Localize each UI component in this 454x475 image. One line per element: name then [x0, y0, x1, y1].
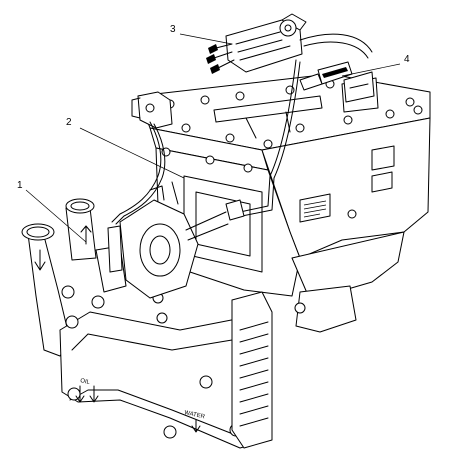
- fuel-line-tube: [111, 59, 301, 225]
- leader-line-2: [79, 127, 185, 179]
- oil-label: OIL: [80, 378, 91, 386]
- callout-3: 3: [170, 24, 176, 35]
- leader-lines: [25, 33, 401, 243]
- leader-line-1: [25, 189, 87, 243]
- leader-line-3: [179, 33, 233, 45]
- leader-line-4: [341, 63, 401, 77]
- governor-housing: [131, 91, 173, 129]
- callout-1: 1: [17, 180, 23, 191]
- water-pump: [119, 181, 229, 299]
- engine-block: [137, 73, 431, 333]
- water-label: WATER: [184, 410, 206, 420]
- callout-2: 2: [66, 117, 72, 128]
- data-plate: [299, 193, 331, 223]
- oil-cooler: [231, 291, 273, 449]
- fuel-pump-assembly: [206, 13, 375, 103]
- callout-4: 4: [404, 54, 410, 65]
